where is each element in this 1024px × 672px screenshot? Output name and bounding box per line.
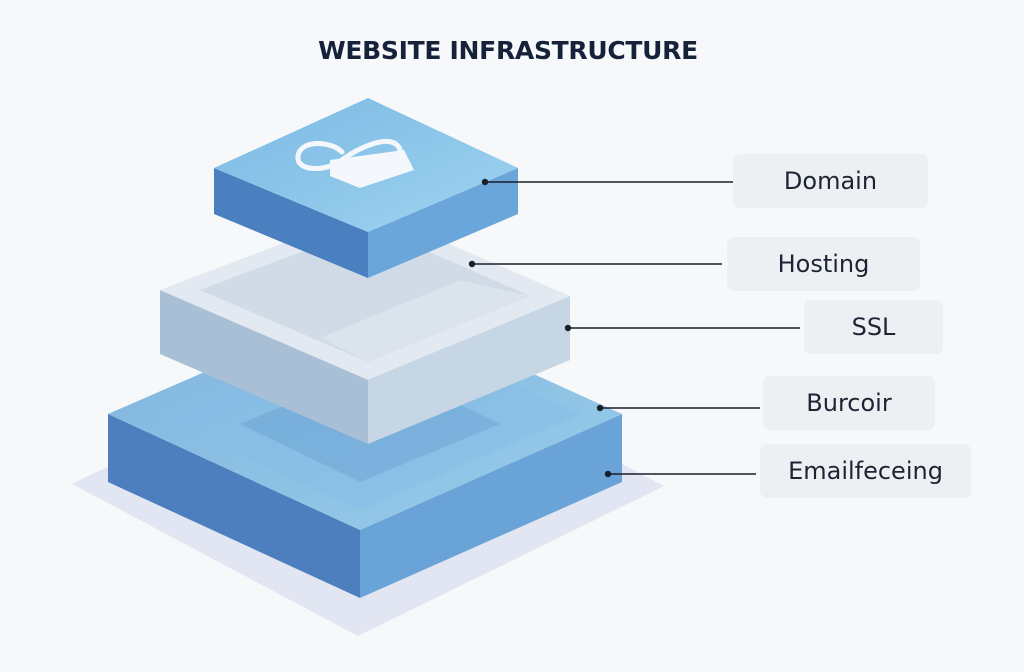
- label-ssl-text: SSL: [851, 313, 896, 341]
- label-burcoir-text: Burcoir: [806, 389, 892, 417]
- layer-middle-inset-light: [320, 280, 530, 362]
- layer-top-right-face: [368, 168, 518, 278]
- label-hosting: Hosting: [727, 237, 920, 291]
- label-hosting-text: Hosting: [777, 250, 870, 278]
- layer-bottom-right-face: [360, 414, 622, 598]
- label-email-text: Emailfeceing: [788, 457, 943, 485]
- dot-domain: [481, 178, 489, 186]
- label-email: Emailfeceing: [760, 444, 971, 498]
- label-burcoir: Burcoir: [763, 376, 935, 430]
- padlock-body: [330, 150, 414, 188]
- layer-middle-right-face: [368, 296, 570, 444]
- connector-dots: [468, 178, 612, 478]
- dot-burcoir: [596, 404, 604, 412]
- layer-top-left-face: [214, 168, 368, 278]
- diagram-title: WEBSITE INFRASTRUCTURE: [318, 36, 698, 65]
- label-domain-text: Domain: [783, 167, 878, 195]
- dot-ssl: [564, 324, 572, 332]
- label-domain: Domain: [733, 154, 928, 208]
- connectors: [472, 181, 800, 475]
- layer-middle-left-face: [160, 290, 368, 444]
- layer-bottom-left-face: [108, 414, 360, 598]
- layer-middle: [160, 210, 570, 444]
- layer-top: [214, 98, 518, 278]
- label-ssl: SSL: [804, 300, 943, 354]
- dot-hosting: [468, 260, 476, 268]
- dot-email: [604, 470, 612, 478]
